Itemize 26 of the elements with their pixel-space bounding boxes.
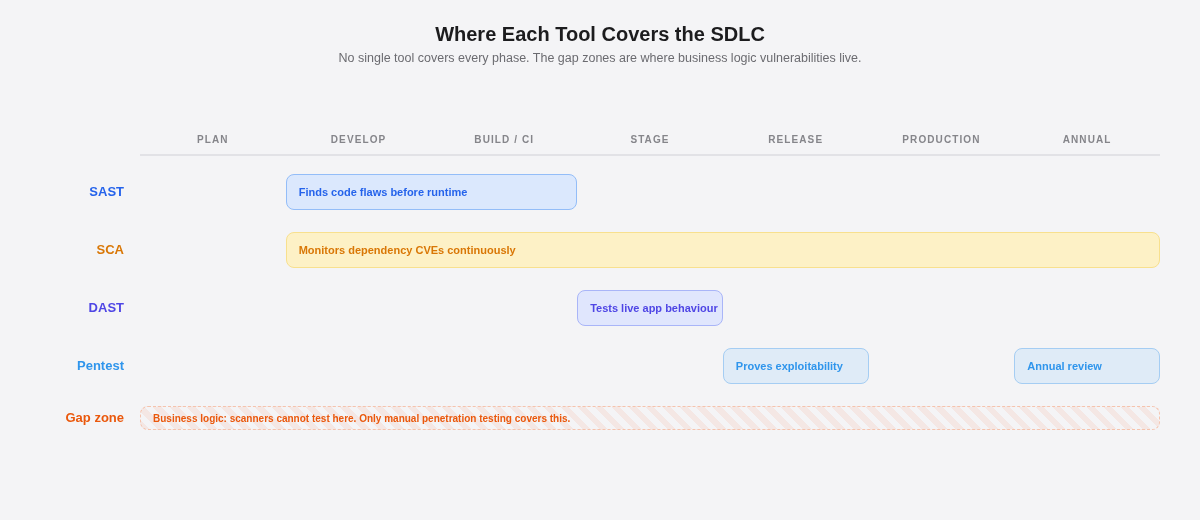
bar-text: Business logic: scanners cannot test here. Only manual penetration testing covers this. [153,412,571,424]
bar-text: Monitors dependency CVEs continuously [298,244,516,256]
phase-header: STAGE [629,134,671,145]
bar-text: Proves exploitability [735,360,843,372]
tool-label: Pentest [76,358,124,373]
coverage-bar [577,290,723,326]
phase-header: BUILD / CI [473,134,536,145]
bar-text: Tests live app behaviour [590,302,718,314]
subtitle: No single tool covers every phase. The gap zones are where business logic vulnerabilities live. [337,51,863,65]
phase-header: PRODUCTION [901,134,982,145]
bar-text: Finds code flaws before runtime [298,186,468,198]
tool-label: SAST [88,184,124,199]
coverage-bar [722,348,869,384]
tool-label: SCA [95,242,124,257]
bar-text: Annual review [1027,360,1102,372]
tool-label: DAST [87,300,124,315]
title: Where Each Tool Covers the SDLC [434,23,766,46]
coverage-bar [285,174,578,210]
tool-label: Gap zone [64,410,124,425]
phase-header: DEVELOP [329,134,388,145]
gap-zone-bar [140,406,1160,430]
phase-header: ANNUAL [1061,134,1113,145]
phase-header: RELEASE [767,134,825,145]
coverage-bar [1014,348,1160,384]
phase-header: PLAN [196,134,230,145]
coverage-bar [285,232,1160,268]
